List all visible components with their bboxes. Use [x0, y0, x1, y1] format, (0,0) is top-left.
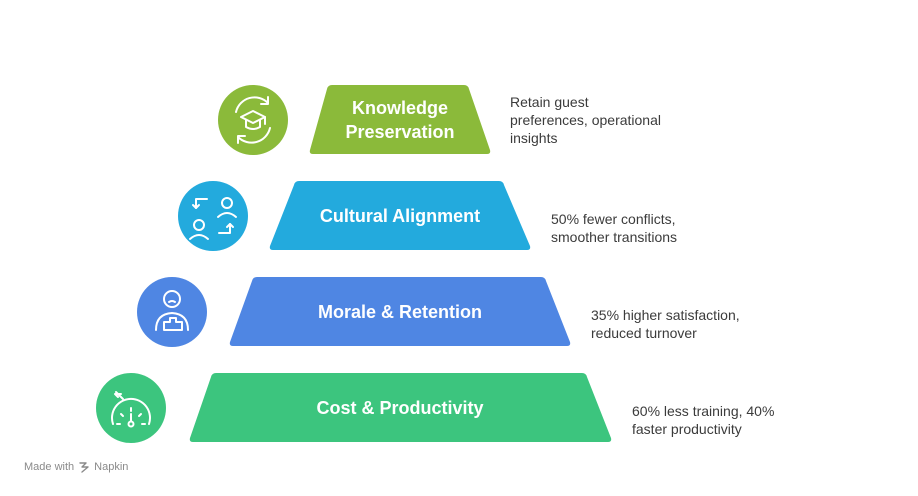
- tier-1-description: Retain guest preferences, operational in…: [510, 94, 661, 146]
- person-podium-icon: [137, 277, 207, 347]
- footer-prefix: Made with: [24, 461, 75, 473]
- graduation-cap-refresh-icon: [218, 85, 288, 155]
- tier-4-trapezoid: [189, 373, 612, 442]
- speedometer-icon: [96, 373, 166, 443]
- footer-brand: Napkin: [94, 461, 129, 473]
- tier-1-label: Knowledge Preservation: [345, 98, 455, 142]
- tier-4-description: 60% less training, 40% faster productivi…: [632, 403, 775, 437]
- napkin-logo-icon: [79, 462, 89, 473]
- made-with-napkin-footer[interactable]: Made with Napkin: [24, 461, 128, 473]
- tier-1-trapezoid: [309, 85, 491, 154]
- tier-4-label: Cost & Productivity: [316, 398, 484, 418]
- tier-2-label: Cultural Alignment: [319, 206, 481, 226]
- people-exchange-icon: [178, 181, 248, 251]
- tier-3-label: Morale & Retention: [317, 302, 482, 322]
- tier-3-trapezoid: [229, 277, 571, 346]
- tier-3-description: 35% higher satisfaction, reduced turnove…: [591, 307, 740, 341]
- tier-2-trapezoid: [269, 181, 531, 250]
- tier-2-description: 50% fewer conflicts, smoother transition…: [551, 211, 678, 245]
